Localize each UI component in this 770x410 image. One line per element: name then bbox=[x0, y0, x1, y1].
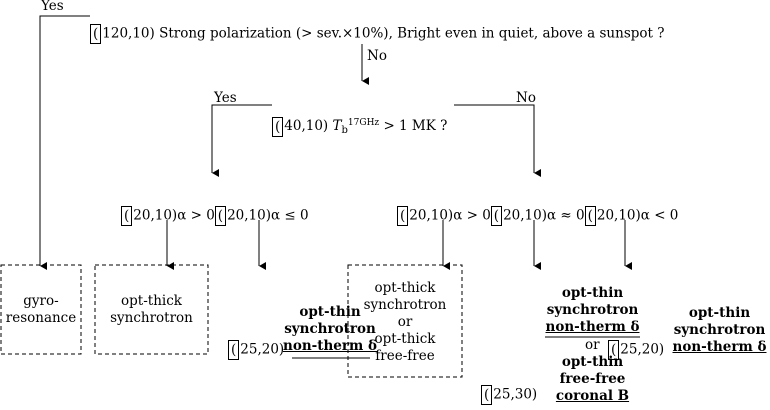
box-opt-thick-synchrotron bbox=[94, 264, 209, 355]
root-question-text: 120,10) Strong polarization (> sev.×10%)… bbox=[102, 25, 665, 42]
spectral-right-box1: ( bbox=[397, 206, 409, 226]
root-yes-label: Yes bbox=[41, 0, 64, 14]
opt-thick-sync-line1: opt-thick bbox=[121, 293, 182, 309]
temp-question: (40,10) Tb17GHz > 1 MK ? bbox=[272, 116, 447, 138]
outcome-gyroresonance: gyro- resonance bbox=[1, 293, 81, 327]
outcome-opt-thin-left: opt-thin synchrotron non-therm δ bbox=[280, 304, 380, 355]
temp-text-pre: 40,10) bbox=[284, 118, 333, 134]
outcome-opt-thin-mid-ff: opt-thin free-free coronal B bbox=[540, 354, 645, 405]
temp-symbol: T bbox=[332, 118, 342, 134]
spectral-right-conditions: (20,10)α > 0(20,10)α ≈ 0(20,10)α < 0 bbox=[397, 206, 678, 226]
spectral-right-box2: ( bbox=[490, 206, 503, 226]
spectral-left-text1: 20,10)α > 0 bbox=[133, 207, 215, 224]
opt-thin-mid-prefix-a: (25,20) bbox=[608, 340, 664, 360]
connector-temp-no bbox=[454, 104, 541, 177]
opt-thick-mixed-line1: opt-thick bbox=[374, 280, 436, 296]
opt-thin-left-line3: non-therm δ bbox=[283, 338, 377, 354]
temp-subscript: b bbox=[341, 125, 348, 136]
temp-text-post: > 1 MK ? bbox=[379, 118, 448, 134]
opt-thin-mid-prefix-b: (25,30) bbox=[481, 385, 537, 405]
opt-thin-right-line1: opt-thin bbox=[688, 305, 751, 321]
opt-thin-mid-box-a: ( bbox=[608, 340, 620, 360]
spectral-right-box3: ( bbox=[584, 206, 596, 226]
box-opt-thick-mixed bbox=[347, 264, 463, 378]
opt-thin-mid-line6: coronal B bbox=[555, 388, 630, 404]
opt-thin-mid-line2: synchrotron bbox=[546, 302, 639, 318]
spectral-left-box1: ( bbox=[121, 206, 133, 226]
opt-thin-mid-line4: opt-thin bbox=[561, 354, 624, 370]
opt-thin-mid-prefix-b-text: 25,30) bbox=[493, 386, 538, 403]
root-box-marker: ( bbox=[90, 24, 102, 44]
opt-thin-mid-line1: opt-thin bbox=[561, 285, 624, 301]
root-question: (120,10) Strong polarization (> sev.×10%… bbox=[90, 24, 664, 44]
opt-thin-mid-box-b: ( bbox=[481, 385, 493, 405]
connector-temp-yes bbox=[211, 104, 272, 177]
outcome-opt-thick-mixed: opt-thick synchrotron or opt-thick free-… bbox=[348, 280, 462, 365]
opt-thin-right-line3: non-therm δ bbox=[672, 339, 767, 355]
outcome-opt-thick-synchrotron: opt-thick synchrotron bbox=[95, 293, 208, 327]
gyroresonance-line2: resonance bbox=[5, 310, 77, 326]
opt-thick-mixed-line5: free-free bbox=[375, 348, 435, 364]
spectral-left-box2: ( bbox=[214, 206, 227, 226]
opt-thin-mid-prefix-a-text: 25,20) bbox=[620, 341, 665, 358]
opt-thick-mixed-line3: or bbox=[397, 314, 413, 330]
opt-thick-mixed-line4: opt-thick bbox=[374, 331, 436, 347]
root-no-label: No bbox=[367, 48, 387, 64]
opt-thin-left-line1: opt-thin bbox=[299, 304, 361, 320]
opt-thin-left-line2: synchrotron bbox=[284, 321, 376, 337]
gyroresonance-line1: gyro- bbox=[23, 293, 59, 309]
opt-thin-mid-line3: non-therm δ bbox=[545, 319, 640, 335]
outcome-opt-thin-mid-sync: opt-thin synchrotron non-therm δ bbox=[540, 285, 645, 336]
opt-thick-sync-line2: synchrotron bbox=[110, 310, 193, 326]
spectral-right-text3: 20,10)α < 0 bbox=[596, 207, 679, 224]
temp-box-marker: ( bbox=[272, 116, 284, 137]
opt-thin-left-box: ( bbox=[228, 340, 240, 360]
temp-superscript: 17GHz bbox=[347, 118, 380, 128]
opt-thin-mid-line5: free-free bbox=[559, 371, 626, 387]
outcome-opt-thin-right: opt-thin synchrotron non-therm δ bbox=[670, 305, 769, 356]
opt-thin-left-prefix-text: 25,20) bbox=[240, 341, 285, 358]
spectral-left-conditions: (20,10)α > 0(20,10)α ≤ 0 bbox=[121, 206, 309, 226]
spectral-left-text2: 20,10)α ≤ 0 bbox=[227, 207, 309, 224]
temp-yes-label: Yes bbox=[214, 90, 237, 106]
opt-thick-mixed-line2: synchrotron bbox=[363, 297, 447, 313]
opt-thin-mid-or: or bbox=[585, 337, 600, 353]
spectral-right-text2: 20,10)α ≈ 0 bbox=[503, 207, 585, 224]
spectral-right-text1: 20,10)α > 0 bbox=[409, 207, 491, 224]
opt-thin-right-line2: synchrotron bbox=[673, 322, 766, 338]
temp-no-label: No bbox=[516, 90, 536, 106]
opt-thin-left-prefix: (25,20) bbox=[228, 340, 284, 360]
connector-root-yes bbox=[39, 15, 90, 270]
